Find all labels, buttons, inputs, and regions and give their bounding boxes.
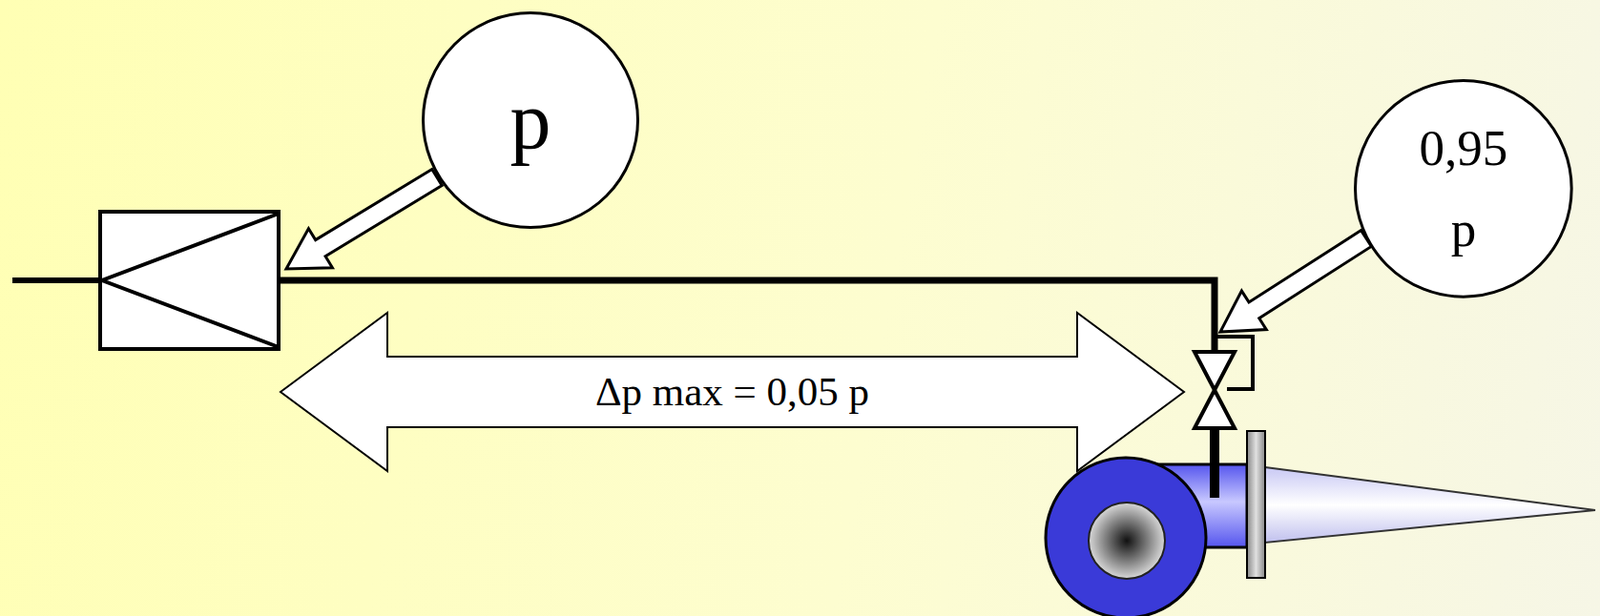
- reducer-box: [100, 211, 279, 350]
- valve-stem: [1209, 428, 1220, 499]
- inlet-line: [12, 277, 101, 284]
- node-text: p: [510, 79, 552, 162]
- valve-handle: [1214, 336, 1253, 390]
- pointer-arrow: [286, 169, 442, 271]
- circle-outline: [1353, 79, 1574, 299]
- pump-hub: [1088, 502, 1165, 580]
- node-text: 0,95 p: [1401, 107, 1526, 271]
- valve-symbol: [1194, 352, 1235, 391]
- circle-outline: [423, 13, 639, 229]
- pipe-line: [278, 280, 1215, 353]
- pressure-circle: p: [421, 11, 640, 229]
- nozzle: [1265, 467, 1596, 543]
- valve-symbol: [1194, 390, 1235, 429]
- pump-casing: [1045, 457, 1206, 616]
- double-arrow-outline: [280, 312, 1185, 472]
- circle-outline: [1355, 81, 1573, 298]
- reducer-symbol: [102, 213, 279, 348]
- pressure-circle: 0,95 p: [1353, 79, 1574, 299]
- flange: [1246, 431, 1266, 579]
- pointer-arrow: [1220, 230, 1372, 333]
- node-text: Δp max = 0,05 p: [595, 369, 870, 415]
- pressure-drop-arrow: Δp max = 0,05 p: [280, 312, 1185, 472]
